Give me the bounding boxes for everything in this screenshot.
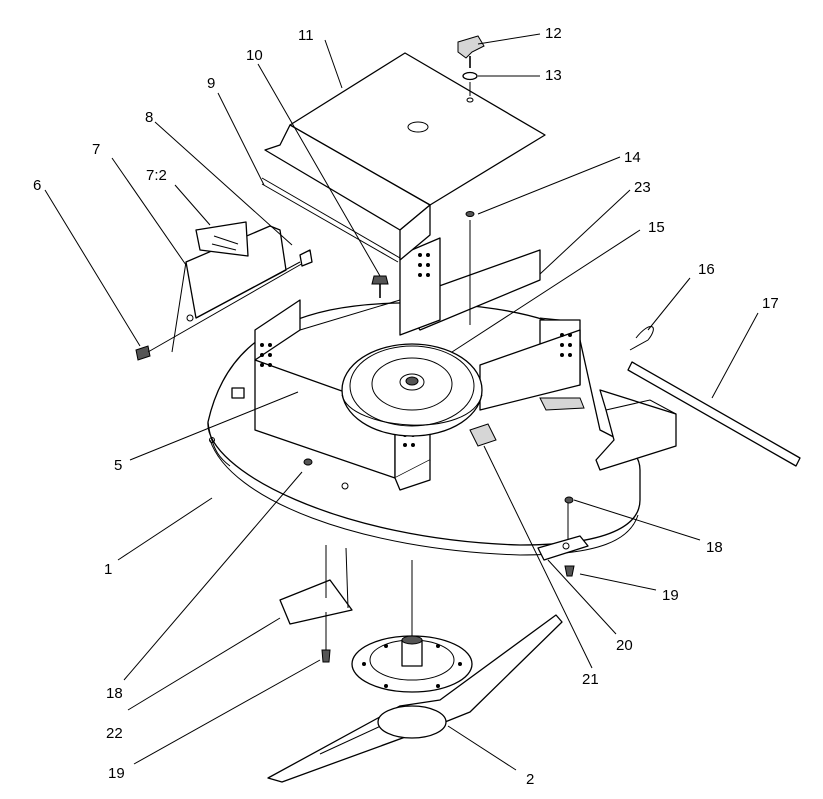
callout-19-right: 19 <box>662 587 679 604</box>
callout-7: 7 <box>92 141 100 158</box>
nut-left <box>303 458 313 466</box>
washer <box>462 71 478 81</box>
callout-2: 2 <box>526 771 534 788</box>
bolt-left <box>321 649 331 663</box>
callout-19-left: 19 <box>108 765 125 782</box>
callout-8: 8 <box>145 109 153 126</box>
spindle-assembly <box>351 635 473 739</box>
callout-11: 11 <box>298 27 314 44</box>
callout-16: 16 <box>698 261 715 278</box>
callout-15: 15 <box>648 219 665 236</box>
callout-9: 9 <box>207 75 215 92</box>
rod <box>627 361 801 467</box>
discharge-chute <box>595 389 677 471</box>
bracket <box>469 423 497 447</box>
callout-10: 10 <box>246 47 263 64</box>
bolt <box>371 275 389 298</box>
bolt-right <box>564 565 575 577</box>
baffle-plate <box>537 500 589 561</box>
cover <box>261 52 546 263</box>
clip <box>299 249 313 267</box>
callout-22-text: 22 <box>106 725 123 742</box>
callout-17: 17 <box>762 295 779 312</box>
callout-18-left: 18 <box>106 685 123 702</box>
callout-12: 12 <box>545 25 562 42</box>
pulley <box>341 343 483 437</box>
spring <box>135 261 306 361</box>
callout-14: 14 <box>624 149 641 166</box>
belt-shield <box>171 221 301 353</box>
callout-5: 5 <box>114 457 122 474</box>
callout-21: 21 <box>582 671 599 688</box>
callout-20: 20 <box>616 637 633 654</box>
callout-13: 13 <box>545 67 562 84</box>
leader-lines <box>44 33 759 771</box>
callout-23: 23 <box>634 179 651 196</box>
callout-18-right: 18 <box>706 539 723 556</box>
callout-7-2: 7:2 <box>146 167 167 184</box>
callout-labels: 11 12 13 10 9 8 7 7:2 6 14 23 15 16 17 5… <box>33 25 779 788</box>
baffle <box>279 545 353 625</box>
callout-6: 6 <box>33 177 41 194</box>
knob <box>457 35 485 68</box>
callout-1: 1 <box>104 561 112 578</box>
hairpin-cotter <box>629 326 654 351</box>
nut-right <box>564 496 574 504</box>
o-ring <box>465 211 475 217</box>
